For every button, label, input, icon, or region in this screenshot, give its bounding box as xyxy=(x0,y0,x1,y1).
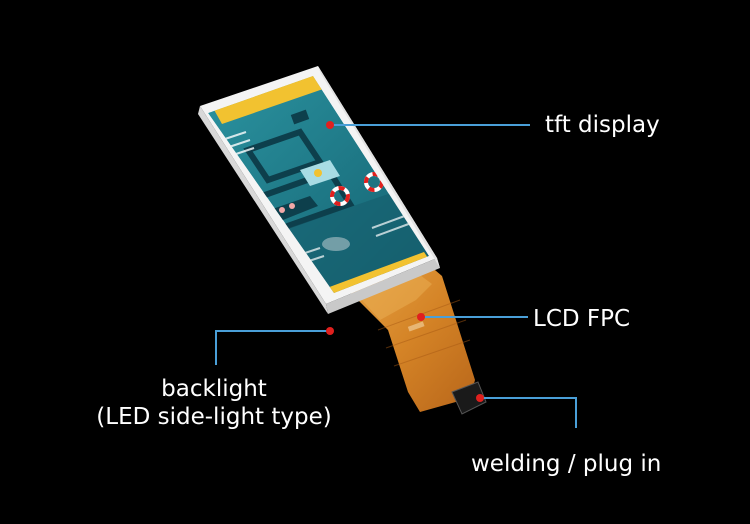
backlight-label-line2: (LED side-light type) xyxy=(96,403,332,430)
callout-leader-lines xyxy=(215,124,577,428)
lcd-fpc-marker-dot xyxy=(417,313,425,321)
tft-display-marker-dot xyxy=(326,121,334,129)
lcd-fpc-cable xyxy=(350,264,487,415)
lcd-fpc-label: LCD FPC xyxy=(533,306,631,332)
welding-marker-dot xyxy=(476,394,484,402)
tft-display-label: tft display xyxy=(545,112,660,138)
backlight-label-line1: backlight xyxy=(161,376,267,402)
welding-label: welding / plug in xyxy=(471,451,662,477)
backlight-marker-dot xyxy=(326,327,334,335)
welding-leader xyxy=(480,397,577,428)
backlight-label: backlight (LED side-light type) xyxy=(92,376,336,431)
backlight-leader xyxy=(215,330,330,365)
